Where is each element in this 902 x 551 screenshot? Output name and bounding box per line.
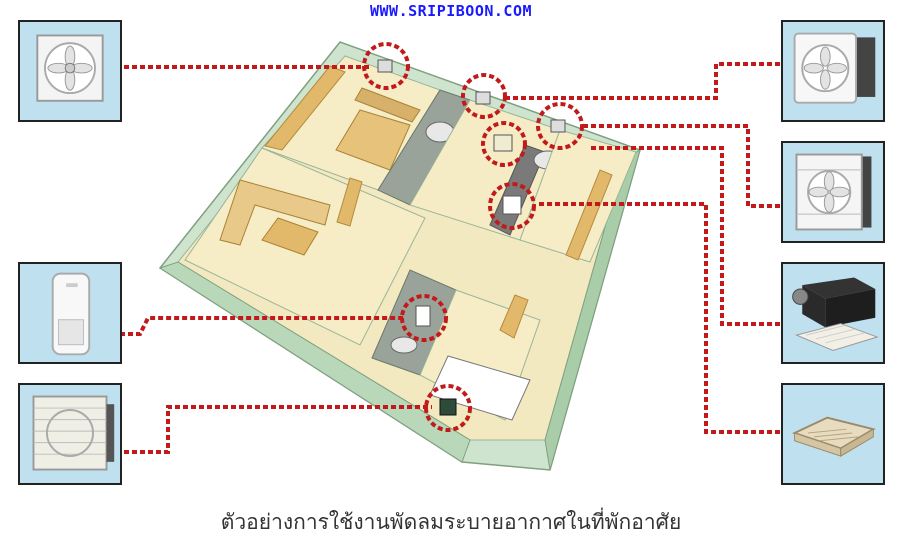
leader-line-6 [590,146,780,326]
highlight-bedroom-fan [362,42,410,90]
product-hand-dryer [18,262,122,364]
product-square-wall-fan [781,141,885,243]
wardrobe [264,65,346,151]
highlight-hand-dryer [400,294,448,342]
product-ceiling-duct-fan [781,262,885,364]
small-fan-icon-3 [550,119,566,133]
bed [335,109,411,171]
leader-line-3 [124,405,432,454]
product-round-duct-wall-fan [781,20,885,122]
small-fan-icon-2 [475,91,491,105]
leader-line-4 [505,62,780,100]
small-fan-icon-5 [502,195,522,215]
right-door [565,169,613,261]
highlight-bath-fan [424,384,472,432]
washbasin-small [390,336,418,354]
highlight-dark-fan [488,182,536,230]
highlight-duct-fan [481,121,527,167]
product-ceiling-mount-fan [781,383,885,485]
leader-line-5 [582,124,780,208]
small-fan-icon-1 [377,59,393,73]
bath-door [499,294,529,339]
small-fan-icon-7 [439,398,457,416]
product-window-fan-with-shutter [18,383,122,485]
caption: ตัวอย่างการใช้งานพัดลมระบายอากาศในที่พัก… [220,510,682,534]
leader-line-2 [120,316,406,336]
watermark-url: WWW.SRIPIBOON.COM [369,2,533,20]
coffee-table [261,217,319,256]
bathtub [429,355,531,421]
bed-head [354,87,421,123]
leader-lines [120,62,780,454]
front-wall [158,261,471,463]
small-fan-icon-4 [493,134,513,152]
highlight-kitchen-fan [536,102,584,150]
product-wall-mount-fan-square [18,20,122,122]
leader-line-7 [536,202,780,434]
living-door [336,177,363,227]
small-fan-icon-6 [415,305,431,327]
sofa [219,179,331,246]
highlight-circles [362,42,584,432]
highlight-top-fan [461,73,507,119]
